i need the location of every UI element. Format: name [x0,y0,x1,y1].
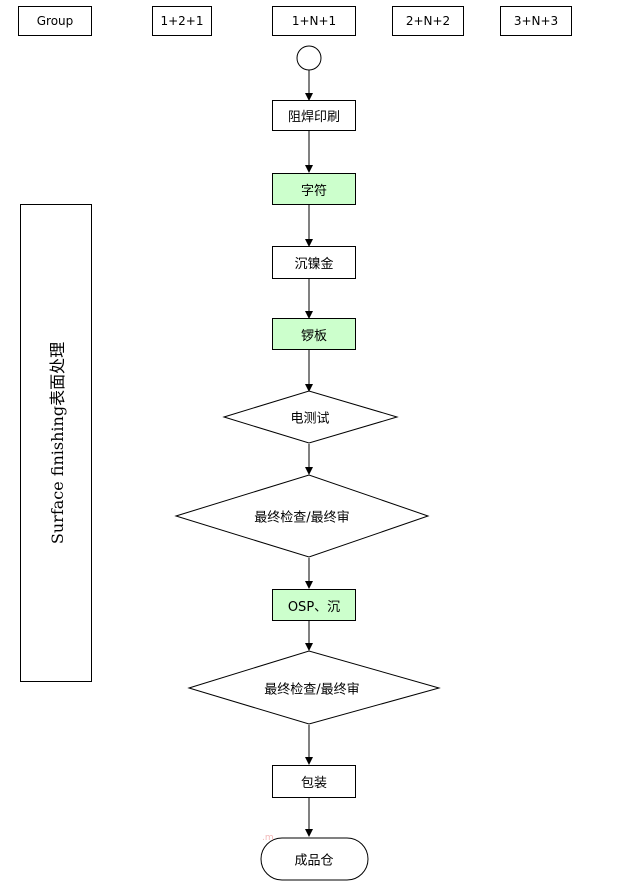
step-routing: 锣板 [272,318,356,350]
step-solder-mask: 阻焊印刷 [272,100,356,131]
side-panel [20,204,92,682]
decision-shape-final-inspection-2 [187,650,441,725]
start-node [296,45,322,71]
step-enig: 沉镍金 [272,246,356,279]
step-osp-label: OSP、沉 [287,599,341,615]
decision-shape-electrical-test [222,390,399,444]
terminal-shape-finished-goods [260,837,369,881]
step-silkscreen: 字符 [272,173,356,205]
decision-electrical-test: 电测试 [290,411,330,427]
header-col-3: 2+N+2 [392,6,464,36]
step-osp: OSP、沉 [272,589,356,621]
decision-shape-final-inspection-1 [174,474,430,558]
watermark: .m [262,833,274,843]
decision-final-inspection-2: 最终检查/最终审 [264,682,360,698]
header-col-1: 1+2+1 [152,6,212,36]
header-group: Group [18,6,92,36]
step-enig-label: 沉镍金 [294,257,334,272]
step-silkscreen-label: 字符 [300,183,327,199]
header-col-4-label: 3+N+3 [513,14,559,28]
header-col-2: 1+N+1 [272,6,356,36]
step-solder-mask-label: 阻焊印刷 [287,110,340,125]
step-routing-label: 锣板 [300,328,327,344]
header-col-3-label: 2+N+2 [405,14,451,28]
header-col-2-label: 1+N+1 [291,14,337,28]
terminal-finished-goods: 成品仓 [294,853,334,869]
decision-final-inspection-1: 最终检查/最终审 [254,510,350,526]
step-packing-label: 包装 [300,776,327,791]
step-packing: 包装 [272,765,356,798]
header-col-1-label: 1+2+1 [160,14,204,28]
header-group-label: Group [36,14,74,28]
header-col-4: 3+N+3 [500,6,572,36]
